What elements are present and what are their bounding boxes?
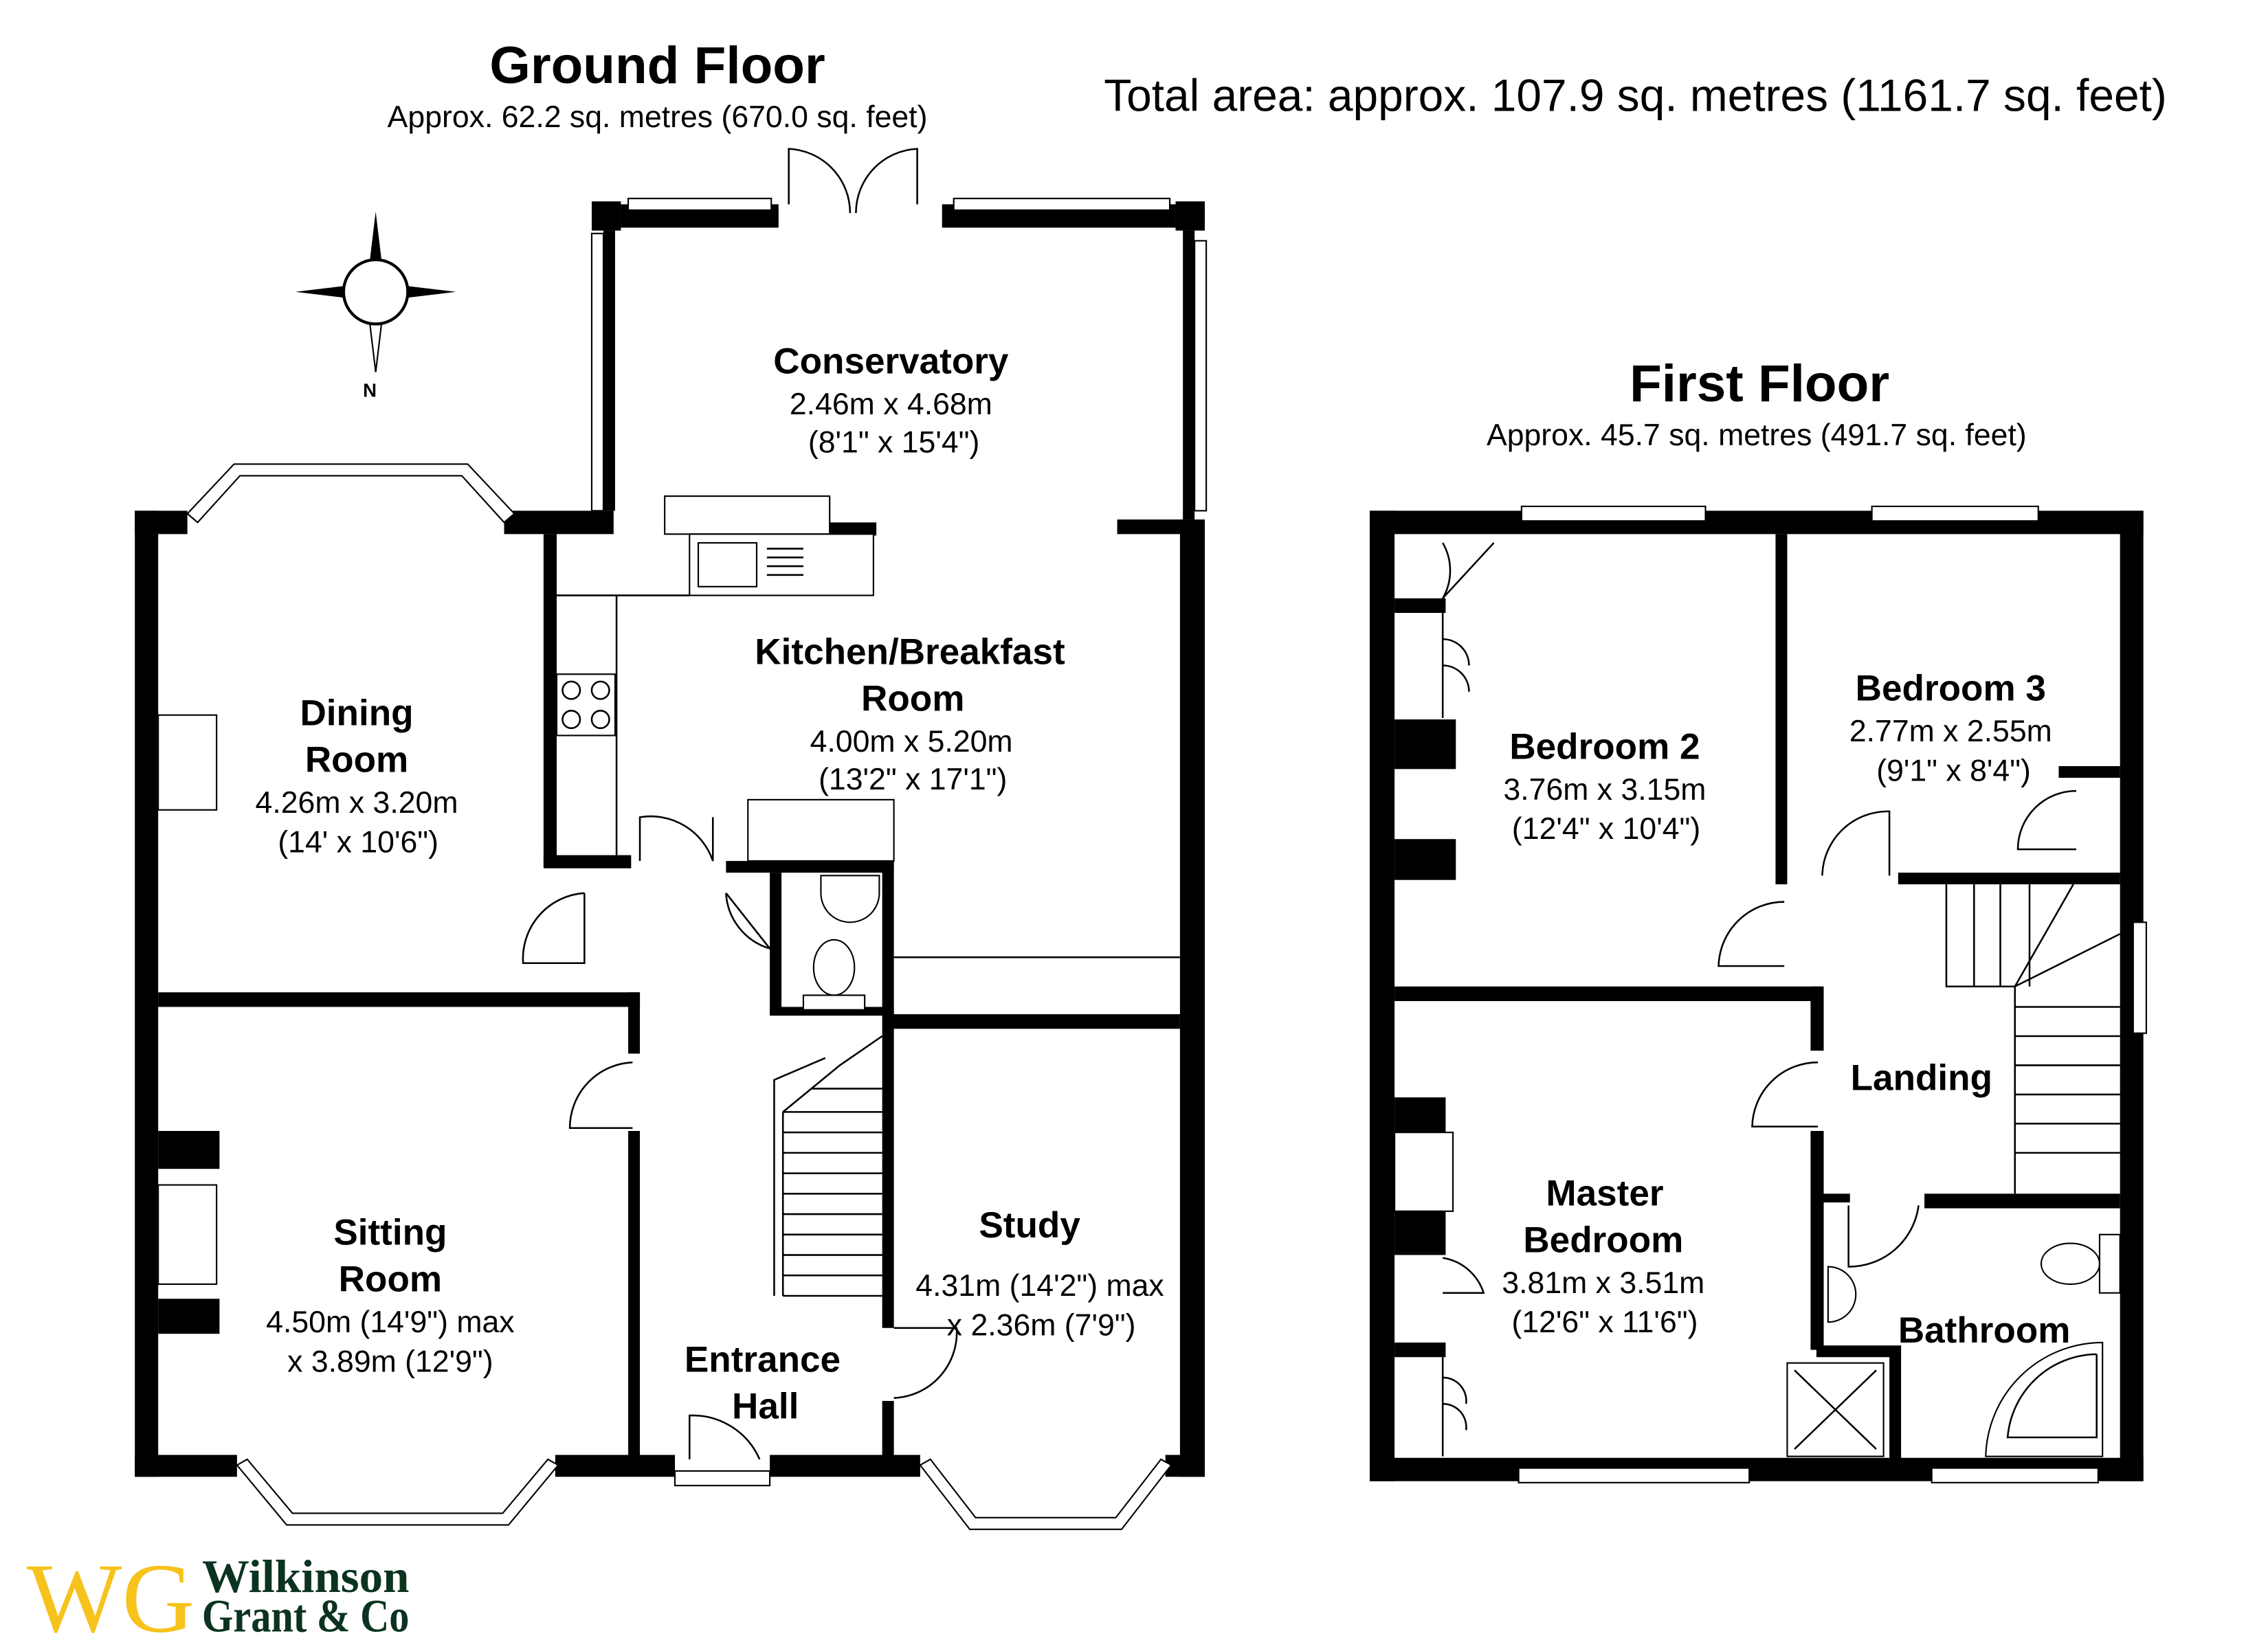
window	[1520, 505, 1706, 522]
ground-floor-area: Approx. 62.2 sq. metres (670.0 sq. feet)	[388, 100, 928, 134]
bath-icon	[1985, 1341, 2104, 1457]
bedroom3-dim: 2.77m x 2.55m	[1849, 715, 2052, 748]
sitting-dim: 4.50m (14'9") max	[266, 1305, 514, 1339]
bedroom2-dim-imperial: (12'4" x 10'4")	[1512, 812, 1700, 846]
compass-label: N	[363, 380, 377, 401]
bay-window-dining	[186, 463, 515, 524]
ground-floor-title: Ground Floor	[489, 36, 825, 95]
sink-icon	[697, 542, 758, 587]
door	[893, 1327, 958, 1399]
window	[2132, 921, 2147, 1034]
hob-icon	[555, 673, 616, 737]
bedroom2-label: Bedroom 2	[1509, 726, 1700, 767]
first-floor-plan	[1370, 505, 2147, 1483]
conservatory-label: Conservatory	[773, 341, 1009, 382]
sitting-label-2: Room	[339, 1259, 442, 1300]
kitchen-label: Kitchen/Breakfast	[755, 631, 1065, 672]
first-floor-title: First Floor	[1630, 355, 1889, 413]
landing-label: Landing	[1851, 1058, 1992, 1099]
door	[638, 815, 714, 862]
dining-label: Dining	[300, 693, 413, 734]
kitchen-dim-imperial: (13'2" x 17'1")	[819, 763, 1007, 796]
door	[725, 893, 772, 950]
toilet-icon	[2040, 1242, 2101, 1286]
door	[1717, 901, 1785, 967]
window	[1194, 240, 1208, 512]
window	[627, 197, 772, 211]
basin-icon	[1827, 1266, 1857, 1323]
study-dim: 4.31m (14'2") max	[915, 1269, 1164, 1303]
conservatory-dim: 2.46m x 4.68m	[790, 388, 992, 421]
kitchen-dim: 4.00m x 5.20m	[810, 725, 1013, 759]
logo-mark: WG	[27, 1544, 194, 1649]
window	[590, 232, 605, 512]
study-dim-2: x 2.36m (7'9")	[947, 1308, 1136, 1342]
conservatory-dim-imperial: (8'1" x 15'4")	[808, 425, 979, 459]
compass-icon: N	[295, 211, 456, 401]
bay-window-sitting	[236, 1458, 559, 1526]
dining-dim-imperial: (14' x 10'6")	[278, 825, 438, 859]
logo-line2: Grant & Co	[202, 1590, 410, 1642]
bathroom-label: Bathroom	[1898, 1310, 2071, 1351]
study-label: Study	[979, 1205, 1080, 1246]
total-area: Total area: approx. 107.9 sq. metres (11…	[1104, 69, 2167, 120]
door	[1751, 1061, 1819, 1128]
staircase	[773, 1035, 883, 1297]
kitchen-label-2: Room	[861, 678, 964, 719]
bedroom2-dim: 3.76m x 3.15m	[1503, 773, 1706, 807]
dining-dim: 4.26m x 3.20m	[256, 786, 458, 820]
bedroom3-label: Bedroom 3	[1856, 668, 2046, 708]
basin-icon	[820, 875, 880, 923]
master-dim: 3.81m x 3.51m	[1502, 1266, 1704, 1300]
door	[1847, 1205, 1920, 1268]
window	[953, 197, 1171, 211]
company-logo: WG Wilkinson Grant & Co	[27, 1544, 409, 1649]
front-door-step	[674, 1470, 771, 1487]
bay-window-study	[919, 1458, 1172, 1530]
door	[522, 892, 586, 965]
door	[1821, 810, 1891, 876]
master-dim-imperial: (12'6" x 11'6")	[1511, 1305, 1698, 1339]
hall-label: Entrance	[685, 1339, 841, 1380]
front-door	[689, 1414, 761, 1460]
window	[1931, 1467, 2099, 1483]
sitting-dim-2: x 3.89m (12'9")	[287, 1345, 493, 1378]
window	[1517, 1467, 1750, 1483]
master-label-2: Bedroom	[1523, 1220, 1683, 1260]
window	[1871, 505, 2039, 522]
dining-label-2: Room	[305, 740, 408, 781]
hall-label-2: Hall	[732, 1386, 799, 1426]
sitting-label: Sitting	[333, 1213, 447, 1253]
toilet-icon	[812, 939, 856, 996]
staircase	[1945, 884, 2121, 1194]
bedroom3-dim-imperial: (9'1" x 8'4")	[1876, 754, 2031, 787]
french-doors	[788, 148, 918, 214]
door	[568, 1061, 633, 1130]
master-label: Master	[1546, 1173, 1663, 1213]
logo-line1: Wilkinson	[202, 1550, 410, 1602]
door	[2016, 789, 2076, 851]
first-floor-area: Approx. 45.7 sq. metres (491.7 sq. feet)	[1487, 418, 2027, 452]
ground-floor-plan	[135, 148, 1208, 1530]
